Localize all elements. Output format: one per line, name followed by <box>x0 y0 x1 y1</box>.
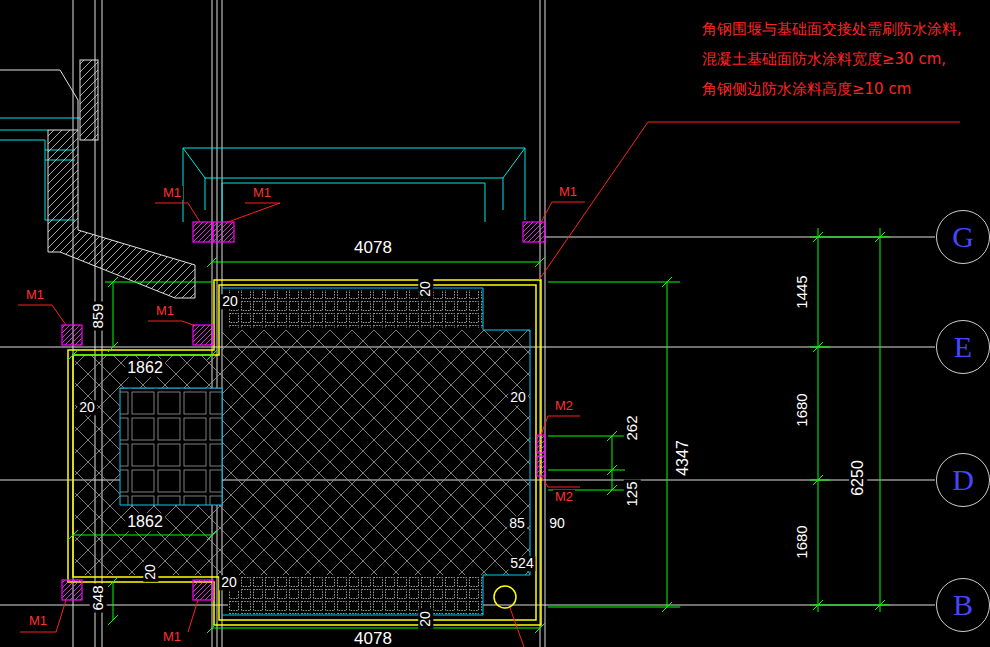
dimension-text: 20 <box>220 294 240 309</box>
concrete-hatch <box>75 330 530 575</box>
grid-lines <box>545 0 546 647</box>
dimension-text: 4078 <box>352 239 394 258</box>
concrete-hatch <box>75 288 530 615</box>
leader-line <box>541 476 580 487</box>
dimension-lines <box>68 530 217 540</box>
concrete-hatch <box>120 388 222 505</box>
dimension-lines <box>548 431 625 495</box>
concrete-hatch <box>120 288 530 615</box>
dimension-lines <box>105 277 212 352</box>
dimension-text: 20 <box>143 562 158 582</box>
m1-marker <box>62 222 545 600</box>
dimension-text: 20 <box>77 400 97 415</box>
angle-steel-bund <box>68 280 541 625</box>
axis-bubble: D <box>936 453 990 507</box>
leader-line <box>155 203 200 222</box>
m1-marker <box>523 222 545 242</box>
angle-steel-bund <box>73 285 536 620</box>
leader-line <box>541 202 585 222</box>
dimension-lines <box>875 228 885 612</box>
dimension-text: 4347 <box>674 438 692 478</box>
dimension-text: 4078 <box>352 630 394 647</box>
m1-marker <box>537 435 545 453</box>
dimension-text: 262 <box>624 413 641 442</box>
dimension-text: 20 <box>219 575 239 590</box>
m1-marker <box>537 456 545 476</box>
existing-structure <box>0 118 525 222</box>
axis-bubble: E <box>936 320 990 374</box>
axis-label: B <box>953 590 973 620</box>
m1-marker <box>62 580 82 600</box>
leader-line <box>20 600 66 632</box>
dimension-lines <box>548 277 680 612</box>
wall-section <box>80 60 98 140</box>
dimension-lines <box>108 577 118 625</box>
leader-line <box>539 122 960 280</box>
member-tag: M1 <box>27 614 49 628</box>
note-text: 角钢围堰与基础面交接处需刷防水涂料, 混凝土基础面防水涂料宽度≥30 cm, 角… <box>700 14 990 104</box>
member-tag: M2 <box>553 399 575 413</box>
leader-line <box>148 321 196 326</box>
axis-label: D <box>952 465 974 495</box>
leader-line <box>18 305 66 325</box>
dimension-text: 1862 <box>125 359 165 377</box>
concrete-hatch <box>228 577 483 614</box>
leader-line <box>510 608 524 647</box>
existing-structure <box>183 148 525 222</box>
dimension-text: 859 <box>90 301 107 330</box>
concrete-hatch <box>228 577 483 614</box>
leader-line <box>188 600 198 632</box>
dimension-text: 524 <box>508 556 535 571</box>
leader-line <box>228 203 280 222</box>
wall-section <box>0 60 195 298</box>
m1-marker <box>193 325 213 345</box>
dimension-lines <box>810 228 890 612</box>
axis-bubble: B <box>936 578 990 632</box>
member-tag: M2 <box>553 490 575 504</box>
dimension-text: 1445 <box>794 273 811 310</box>
dimension-text: 1680 <box>794 523 811 560</box>
member-tag: M1 <box>24 288 46 302</box>
dimension-text: 1862 <box>125 513 165 531</box>
drain-circle <box>494 586 516 608</box>
dimension-text: 90 <box>547 516 567 531</box>
m1-marker <box>193 222 213 242</box>
wall-section <box>0 70 78 130</box>
concrete-hatch <box>228 290 483 328</box>
dimension-text: 648 <box>90 583 107 612</box>
dimension-text: 20 <box>418 609 433 629</box>
m1-marker <box>213 222 234 242</box>
angle-steel-bund <box>68 280 541 625</box>
dimension-lines <box>207 257 545 267</box>
dimension-text: 85 <box>507 516 527 531</box>
member-tag: M1 <box>161 186 183 200</box>
m1-marker <box>193 580 213 600</box>
member-tag: M1 <box>154 304 176 318</box>
axis-label: E <box>954 332 972 362</box>
dimension-lines <box>68 228 890 633</box>
drain-circle <box>494 586 516 608</box>
dimension-text: 20 <box>508 390 528 405</box>
axis-label: G <box>952 222 974 252</box>
wall-section <box>48 130 195 298</box>
member-tag: M1 <box>557 185 579 199</box>
member-tag: M1 <box>251 186 273 200</box>
m1-marker <box>62 325 82 345</box>
dimension-text: 1680 <box>794 391 811 428</box>
axis-bubble: G <box>936 210 990 264</box>
leader-line <box>18 122 960 647</box>
dimension-text: 20 <box>418 279 433 299</box>
member-tag: M1 <box>161 630 183 644</box>
dimension-text: 125 <box>624 479 641 508</box>
leader-line <box>541 416 580 435</box>
dimension-text: 6250 <box>849 458 867 498</box>
concrete-hatch <box>120 388 222 505</box>
concrete-hatch <box>228 290 483 328</box>
